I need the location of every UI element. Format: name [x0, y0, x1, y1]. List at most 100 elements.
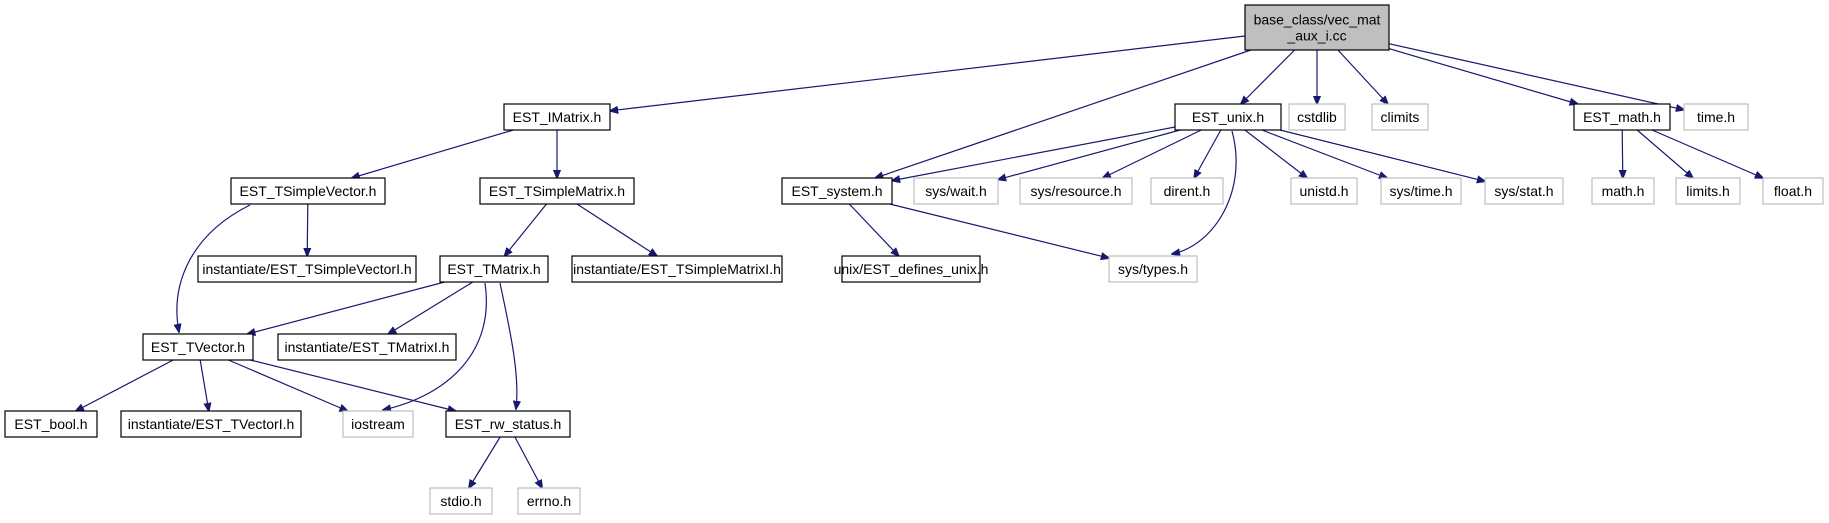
node-tvector[interactable]: EST_TVector.h [142, 333, 254, 361]
node-box [230, 177, 386, 205]
node-inst-tsvec[interactable]: instantiate/EST_TSimpleVectorI.h [197, 255, 417, 283]
edge-tmatrix-to-tvector [247, 281, 445, 334]
node-math[interactable]: EST_math.h [1573, 103, 1671, 131]
node-box [1683, 103, 1749, 131]
node-inst-tsmat[interactable]: instantiate/EST_TSimpleMatrixI.h [571, 255, 783, 283]
node-label: dirent.h [1164, 183, 1211, 199]
node-label: EST_TMatrix.h [447, 261, 540, 277]
node-unistd: unistd.h [1290, 177, 1358, 205]
node-box [1244, 4, 1390, 51]
node-iostream: iostream [342, 410, 414, 438]
edge-system-to-systypes [889, 203, 1109, 258]
node-box [1591, 177, 1655, 205]
node-box [439, 255, 549, 283]
node-label: instantiate/EST_TSimpleMatrixI.h [573, 261, 781, 277]
node-box [1371, 103, 1429, 131]
node-inst-tmat[interactable]: instantiate/EST_TMatrixI.h [277, 333, 457, 361]
node-inst-tvec[interactable]: instantiate/EST_TVectorI.h [120, 410, 302, 438]
node-label: EST_unix.h [1192, 109, 1264, 125]
node-label: instantiate/EST_TVectorI.h [128, 416, 295, 432]
edge-rwstatus-to-stdio [469, 436, 501, 488]
node-label: float.h [1774, 183, 1812, 199]
node-label: math.h [1602, 183, 1645, 199]
node-box [1484, 177, 1564, 205]
edge-math-to-limits [1636, 129, 1693, 178]
node-label: cstdlib [1297, 109, 1337, 125]
node-label: iostream [351, 416, 405, 432]
edge-math-to-mathh [1622, 129, 1623, 178]
node-label: unistd.h [1299, 183, 1348, 199]
node-defines[interactable]: unix/EST_defines_unix.h [834, 255, 989, 283]
edge-unix-to-system [892, 126, 1176, 181]
edge-tmatrix-to-rwstatus [499, 282, 517, 409]
edge-tmatrix-to-inst_tmat [388, 281, 474, 334]
node-box [1762, 177, 1824, 205]
node-box [342, 410, 414, 438]
node-label: instantiate/EST_TSimpleVectorI.h [202, 261, 411, 277]
node-label: EST_TSimpleVector.h [240, 183, 377, 199]
node-label: EST_rw_status.h [455, 416, 562, 432]
node-box [197, 255, 417, 283]
node-label: unix/EST_defines_unix.h [834, 261, 989, 277]
edge-unix-to-sysstat [1279, 129, 1485, 181]
node-imatrix[interactable]: EST_IMatrix.h [503, 103, 611, 131]
node-rwstatus[interactable]: EST_rw_status.h [445, 410, 571, 438]
edge-tvector-to-inst_tvec [199, 359, 209, 411]
node-box [503, 103, 611, 131]
edge-imatrix-to-tsvec [352, 129, 514, 178]
node-cstdlib: cstdlib [1288, 103, 1346, 131]
node-label: _aux_i.cc [1286, 28, 1346, 44]
node-dirent: dirent.h [1150, 177, 1224, 205]
node-box [1288, 103, 1346, 131]
node-floath: float.h [1762, 177, 1824, 205]
edge-rwstatus-to-errno [514, 436, 542, 488]
node-unix[interactable]: EST_unix.h [1174, 103, 1282, 131]
node-box [1573, 103, 1671, 131]
node-label: EST_IMatrix.h [513, 109, 602, 125]
node-label: sys/time.h [1389, 183, 1452, 199]
node-box [1174, 103, 1282, 131]
edges-layer [76, 35, 1763, 488]
node-label: sys/types.h [1118, 261, 1188, 277]
node-label: sys/wait.h [925, 183, 986, 199]
edge-tvector-to-rwstatus [250, 359, 455, 411]
edge-unix-to-dirent [1194, 129, 1222, 178]
edge-tvector-to-iostream [228, 359, 347, 411]
node-box [1380, 177, 1462, 205]
edge-unix-to-syswait [998, 129, 1181, 180]
node-box [841, 255, 981, 283]
node-label: EST_TSimpleMatrix.h [489, 183, 625, 199]
edge-tsvec-to-tvector [177, 204, 251, 332]
node-box [1019, 177, 1133, 205]
node-mathh: math.h [1591, 177, 1655, 205]
node-label: stdio.h [440, 493, 481, 509]
node-label: EST_bool.h [14, 416, 87, 432]
node-tsmat[interactable]: EST_TSimpleMatrix.h [479, 177, 635, 205]
node-stdio: stdio.h [429, 487, 493, 515]
node-box [571, 255, 783, 283]
node-box [142, 333, 254, 361]
node-box [517, 487, 581, 515]
node-label: errno.h [527, 493, 571, 509]
edge-root-to-unix [1241, 49, 1296, 104]
node-systypes: sys/types.h [1108, 255, 1198, 283]
node-box [1290, 177, 1358, 205]
node-system[interactable]: EST_system.h [781, 177, 893, 205]
edge-tmatrix-to-iostream [383, 282, 487, 410]
node-tmatrix[interactable]: EST_TMatrix.h [439, 255, 549, 283]
node-syswait: sys/wait.h [913, 177, 999, 205]
node-label: EST_math.h [1583, 109, 1661, 125]
node-box [1675, 177, 1741, 205]
node-tsvec[interactable]: EST_TSimpleVector.h [230, 177, 386, 205]
edge-tsmat-to-inst_tsmat [576, 203, 657, 256]
edge-root-to-time [1388, 43, 1684, 110]
edge-tvector-to-bool [76, 359, 174, 411]
nodes-layer: base_class/vec_mat_aux_i.ccEST_IMatrix.h… [4, 4, 1824, 515]
node-root[interactable]: base_class/vec_mat_aux_i.cc [1244, 4, 1390, 51]
edge-root-to-system [875, 49, 1252, 178]
node-box [781, 177, 893, 205]
node-bool[interactable]: EST_bool.h [4, 410, 98, 438]
node-label: base_class/vec_mat [1254, 12, 1381, 28]
node-label: limits.h [1686, 183, 1730, 199]
